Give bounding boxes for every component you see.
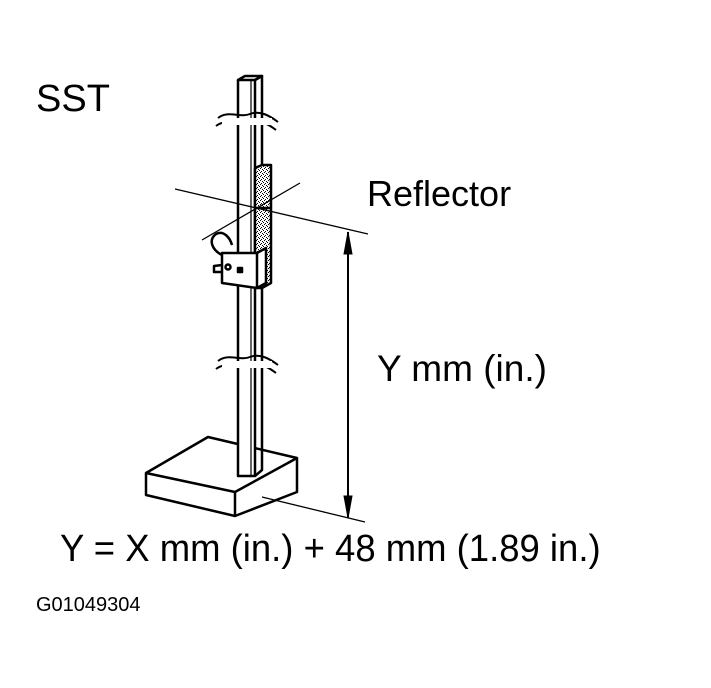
reference-line-horizontal <box>174 188 369 235</box>
formula-text: Y = X mm (in.) + 48 mm (1.89 in.) <box>60 528 601 570</box>
reflector-label: Reflector <box>367 173 512 214</box>
base-block <box>144 435 299 518</box>
break-marks <box>215 111 279 374</box>
dimension-label: Y mm (in.) <box>377 348 547 389</box>
clamp-knob <box>210 231 268 290</box>
diagram-title: SST <box>36 78 110 120</box>
reference-line-diagonal <box>201 182 301 241</box>
figure-id: G01049304 <box>36 594 141 616</box>
dimension-arrow <box>343 231 353 519</box>
